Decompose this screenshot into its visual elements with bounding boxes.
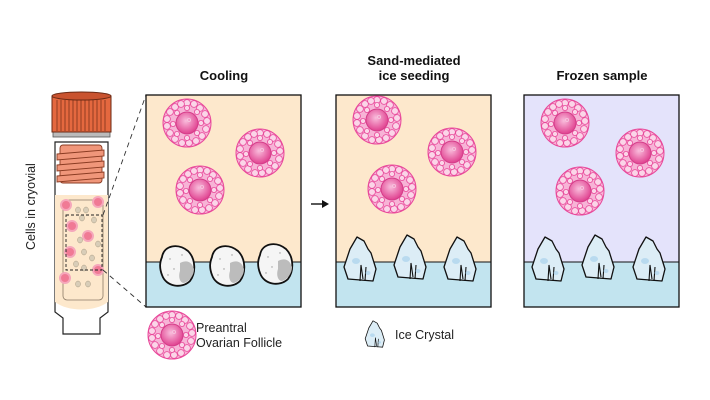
follicle bbox=[352, 95, 402, 145]
panel-title-seeding-line2: ice seeding bbox=[378, 68, 450, 83]
follicle bbox=[615, 128, 665, 178]
sand-grain bbox=[257, 243, 294, 285]
legend-follicle-icon bbox=[147, 310, 197, 360]
legend-follicle-line2: Ovarian Follicle bbox=[196, 336, 283, 350]
follicle bbox=[175, 165, 225, 215]
panel-title-seeding-line1: Sand-mediated bbox=[367, 53, 461, 68]
sand-grain bbox=[159, 245, 196, 287]
vial-cells bbox=[59, 196, 104, 284]
follicle bbox=[162, 98, 212, 148]
follicle bbox=[235, 128, 285, 178]
legend-follicle-line1: Preantral bbox=[196, 321, 247, 335]
vial-cap bbox=[51, 91, 112, 133]
panel-cooling bbox=[145, 94, 302, 308]
arrow-icon bbox=[311, 200, 329, 208]
panel-seeding bbox=[335, 94, 492, 308]
follicle bbox=[555, 166, 605, 216]
legend-ice-label: Ice Crystal bbox=[395, 328, 455, 342]
vial-threads bbox=[56, 144, 105, 184]
zoom-region bbox=[65, 214, 103, 271]
zoom-line-bottom bbox=[102, 269, 147, 308]
panel-title-seeding: Sand-mediated ice seeding bbox=[330, 53, 498, 83]
legend-follicle-label: Preantral Ovarian Follicle bbox=[196, 321, 282, 351]
panel-title-cooling: Cooling bbox=[199, 68, 249, 83]
sand-grain bbox=[209, 245, 246, 287]
zoom-line-top bbox=[102, 94, 147, 216]
cryovial bbox=[51, 91, 147, 335]
legend-ice-icon bbox=[364, 320, 385, 348]
panel-title-frozen: Frozen sample bbox=[556, 68, 648, 83]
follicle bbox=[540, 98, 590, 148]
panel-frozen bbox=[523, 94, 680, 308]
follicle bbox=[367, 164, 417, 214]
follicle bbox=[427, 127, 477, 177]
